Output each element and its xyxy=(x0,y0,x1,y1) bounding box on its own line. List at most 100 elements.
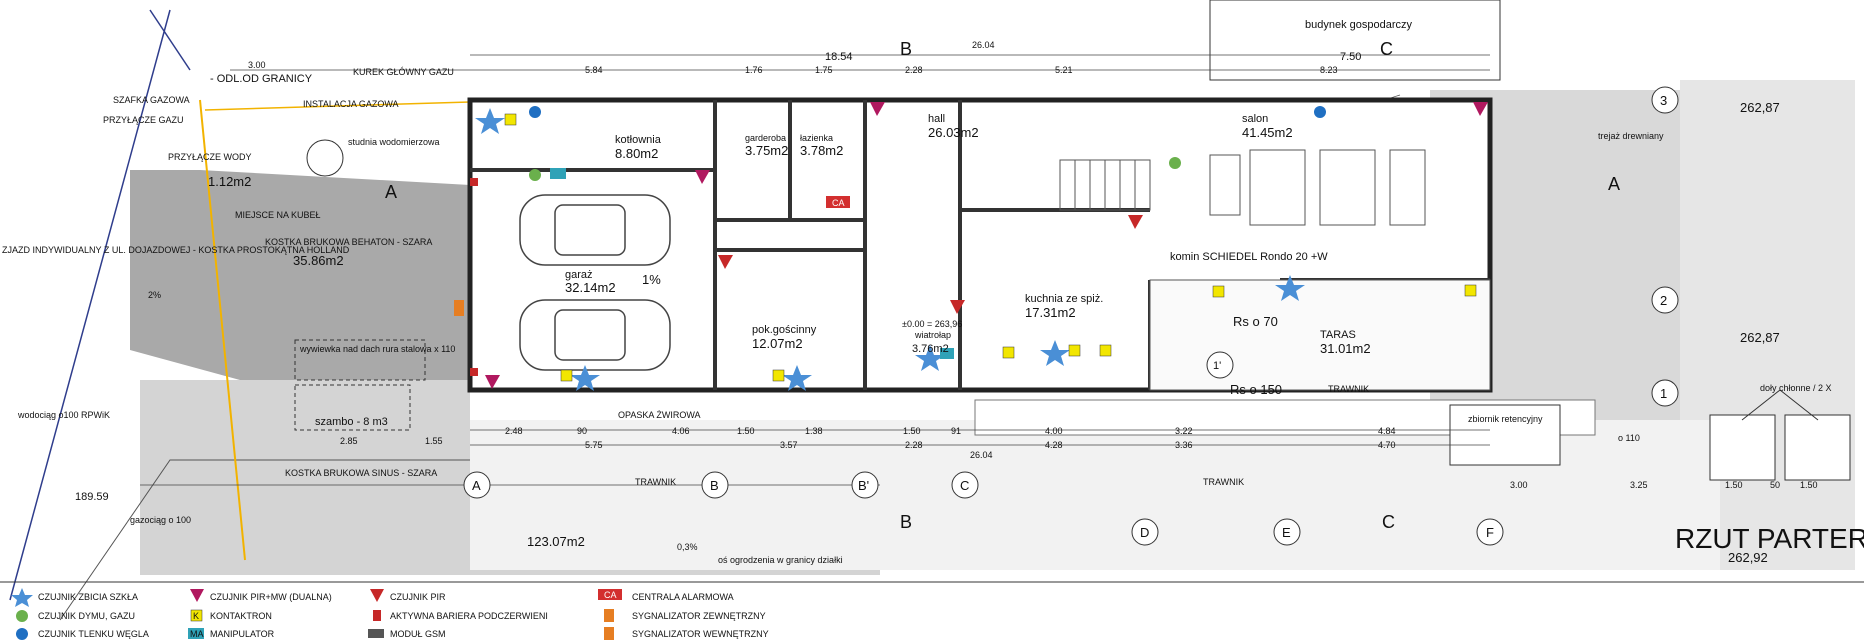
ca-box-icon xyxy=(598,589,622,600)
odl-label: - ODL.OD GRANICY xyxy=(210,73,313,85)
k-box-icon xyxy=(190,609,203,622)
triangle-red-icon xyxy=(950,300,965,314)
bottom-dim-11: 3.57 xyxy=(780,440,798,450)
k-box-icon xyxy=(560,369,573,382)
kostka-sinus: KOSTKA BRUKOWA SINUS - SZARA xyxy=(285,468,437,478)
barrier-icon xyxy=(373,610,381,621)
page-title: RZUT PARTERU xyxy=(1675,523,1864,554)
axis-B2 xyxy=(851,471,879,499)
trawnik-label-1: TRAWNIK xyxy=(635,477,676,487)
ma-box-icon xyxy=(550,168,566,179)
triangle-magenta-icon xyxy=(1473,102,1488,116)
section-B-top: B xyxy=(900,39,912,59)
legend-label-4: KONTAKTRON xyxy=(210,611,272,621)
ma-code-legend: MA xyxy=(190,629,204,639)
axis-D xyxy=(1131,518,1159,546)
pct-label-2: 2% xyxy=(148,290,161,300)
top-dim-8: 5.21 xyxy=(1055,65,1073,75)
star-icon xyxy=(1275,275,1305,301)
siren-outside-icon xyxy=(454,300,464,316)
circle-green-icon xyxy=(529,169,541,181)
triangle-red-icon xyxy=(718,255,733,269)
szambo xyxy=(294,384,411,431)
axis-2 xyxy=(1651,286,1679,314)
axis-label-1: 1 xyxy=(1660,386,1667,401)
rso70-label: Rs o 70 xyxy=(1233,314,1278,329)
legend-label-5: MANIPULATOR xyxy=(210,629,275,639)
triangle-red-icon xyxy=(370,589,384,602)
szafka-label: SZAFKA GAZOWA xyxy=(113,95,190,105)
wywiewka-label: wywiewka nad dach rura stalowa x 110 xyxy=(299,344,455,354)
axis-1prime xyxy=(1206,351,1234,379)
axis-label-C: C xyxy=(960,478,969,493)
bottom-dim-12: 2.28 xyxy=(905,440,923,450)
star-icon xyxy=(1040,340,1070,366)
circle-blue-icon xyxy=(1314,106,1326,118)
top-dim-3: 7.50 xyxy=(1340,51,1361,63)
axis-1 xyxy=(1651,379,1679,407)
bottom-dim-13: 4.28 xyxy=(1045,440,1063,450)
przylacze-wody-label: PRZYŁĄCZE WODY xyxy=(168,152,252,162)
room-name-5: garaż xyxy=(565,269,593,281)
building-label: budynek gospodarczy xyxy=(1305,19,1413,31)
top-dim-1: 18.54 xyxy=(825,51,853,63)
triangle-magenta-icon xyxy=(870,102,885,116)
bottom-dim-0: 2.48 xyxy=(505,426,523,436)
kostka-behaton-area: 35.86m2 xyxy=(293,253,344,268)
k-code-legend: K xyxy=(193,611,199,621)
title-level: 262,92 xyxy=(1728,550,1768,565)
section-B-bottom: B xyxy=(900,512,912,532)
axis-F xyxy=(1476,518,1504,546)
circle-blue-icon xyxy=(16,628,28,640)
ca-code: CA xyxy=(832,198,845,208)
bottom-dim-20: 1.50 xyxy=(1725,480,1743,490)
studnia-circle xyxy=(306,139,344,177)
zbiornik xyxy=(1449,404,1561,466)
circle-blue-icon xyxy=(529,106,541,118)
room-name-6: pok.gościnny xyxy=(752,324,817,336)
bottom-dim-1: 90 xyxy=(577,426,587,436)
bottom-dim-23: 3.25 xyxy=(1630,480,1648,490)
car-top xyxy=(519,194,671,266)
sensors xyxy=(454,102,1488,391)
axis-label-A: A xyxy=(472,478,481,493)
axis-label-B: B xyxy=(710,478,719,493)
star-icon xyxy=(475,108,505,134)
barrier-icon xyxy=(470,368,478,376)
ma-box-icon xyxy=(188,628,204,639)
axis-E xyxy=(1273,518,1301,546)
studnia-label: studnia wodomierzowa xyxy=(348,137,440,147)
legend-label-8: MODUŁ GSM xyxy=(390,629,446,639)
kostka-sinus-area: 123.07m2 xyxy=(527,534,585,549)
room-area-1: 3.75m2 xyxy=(745,143,788,158)
water-line xyxy=(149,9,191,71)
labels: budynek gospodarczy kotłownia 8.80m2 gar… xyxy=(2,19,1864,639)
section-C-bottom: C xyxy=(1382,512,1395,532)
pct-label-3: 0,3% xyxy=(677,542,698,552)
wywiewka-box xyxy=(294,339,426,381)
barrier-icon xyxy=(470,178,478,186)
zjazd-label: ZJAZD INDYWIDUALNY Z UL. DOJAZDOWEJ - KO… xyxy=(2,245,350,255)
ca-box-icon xyxy=(826,196,850,208)
room-name-3: hall xyxy=(928,113,945,125)
legend-icons xyxy=(11,588,622,640)
ma-box-icon xyxy=(940,348,954,359)
przylacze-gazu-label: PRZYŁĄCZE GAZU xyxy=(103,115,184,125)
top-dim-7: 2.28 xyxy=(905,65,923,75)
room-area-9: 31.01m2 xyxy=(1320,341,1371,356)
room-area-6: 12.07m2 xyxy=(752,336,803,351)
bottom-dim-2: 4.06 xyxy=(672,426,690,436)
axis-C xyxy=(951,471,979,499)
room-name-4: salon xyxy=(1242,113,1268,125)
kostka-behaton: KOSTKA BRUKOWA BEHATON - SZARA xyxy=(265,237,432,247)
dol-2 xyxy=(1784,414,1851,481)
pct-label-1: 1% xyxy=(642,272,661,287)
bottom-dim-14: 3.36 xyxy=(1175,440,1193,450)
legend-label-7: AKTYWNA BARIERA PODCZERWIENI xyxy=(390,611,548,621)
bottom-dim-16: 26.04 xyxy=(970,450,993,460)
axis-label-2: 2 xyxy=(1660,293,1667,308)
star-icon xyxy=(11,588,33,607)
plot-boundary xyxy=(9,9,171,601)
legend-label-1: CZUJNIK DYMU, GAZU xyxy=(38,611,135,621)
